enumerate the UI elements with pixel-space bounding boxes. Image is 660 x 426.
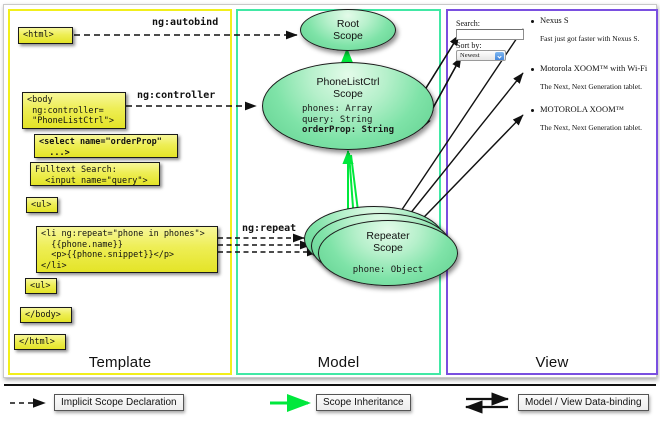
phone-snippet: Fast just got faster with Nexus S. (540, 34, 640, 43)
column-label-template: Template (88, 354, 152, 371)
chevron-down-icon (495, 52, 504, 60)
scope-repeater-props: phone: Object (353, 265, 423, 276)
phone-name[interactable]: Nexus S (540, 15, 569, 25)
phone-snippet: The Next, Next Generation tablet. (540, 123, 643, 132)
scope-phonelistctrl-title-1: PhoneListCtrl (316, 76, 380, 88)
diagram-frame: Template Model View (3, 4, 658, 378)
code-box-ul-close: <ul> (25, 278, 57, 294)
scope-root-title-1: Root (336, 18, 360, 30)
legend-divider (4, 384, 656, 386)
code-box-body-close: </body> (20, 307, 72, 323)
list-bullet (531, 68, 534, 71)
scope-prop-query: query: String (301, 114, 373, 125)
phone-name[interactable]: MOTOROLA XOOM™ (540, 104, 624, 114)
code-box-fulltext-search: Fulltext Search: <input name="query"> (30, 162, 160, 186)
code-box-ul-open: <ul> (26, 197, 58, 213)
phone-name[interactable]: Motorola XOOM™ with Wi-Fi (540, 63, 648, 73)
scope-phonelistctrl: PhoneListCtrl Scope phones: Array query:… (262, 62, 434, 150)
scope-repeater: Repeater Scope phone: Object (318, 220, 458, 286)
label-ng-autobind: ng:autobind (152, 17, 219, 28)
phone-snippet: The Next, Next Generation tablet. (540, 82, 643, 91)
scope-phonelistctrl-props: phones: Array query: String orderProp: S… (302, 104, 394, 136)
scope-repeater-title-2: Scope (373, 242, 403, 254)
legend-data-binding: Model / View Data-binding (518, 394, 649, 411)
view-sort-label: Sort by: (456, 41, 482, 50)
scope-repeater-title-1: Repeater (366, 230, 410, 242)
scope-prop-phones: phones: Array (301, 104, 373, 114)
column-label-view: View (535, 354, 569, 371)
legend-implicit-scope-declaration: Implicit Scope Declaration (54, 394, 184, 411)
view-search-label: Search: (456, 19, 480, 28)
label-ng-repeat: ng:repeat (242, 223, 297, 234)
scope-prop-orderprop: orderProp: String (301, 125, 395, 135)
code-box-html-close: </html> (14, 334, 66, 350)
scope-root: Root Scope (300, 9, 396, 51)
label-ng-controller: ng:controller (137, 90, 216, 101)
column-label-model: Model (317, 354, 360, 371)
code-box-select-orderprop: <select name="orderProp" ...> (34, 134, 178, 158)
list-bullet (531, 109, 534, 112)
scope-phonelistctrl-title-2: Scope (333, 88, 363, 100)
sort-by-selected-value: Newest (460, 52, 480, 59)
code-box-body-controller: <body ng:controller= "PhoneListCtrl"> (22, 92, 126, 129)
search-input[interactable] (456, 29, 524, 40)
code-box-html-open: <html> (18, 27, 73, 44)
scope-root-title-2: Scope (333, 30, 363, 42)
code-box-li-ng-repeat: <li ng:repeat="phone in phones"> {{phone… (36, 226, 218, 273)
list-bullet (531, 20, 534, 23)
scope-prop-phone: phone: Object (352, 265, 424, 275)
sort-by-select[interactable]: Newest (456, 50, 506, 61)
legend-scope-inheritance: Scope Inheritance (316, 394, 411, 411)
